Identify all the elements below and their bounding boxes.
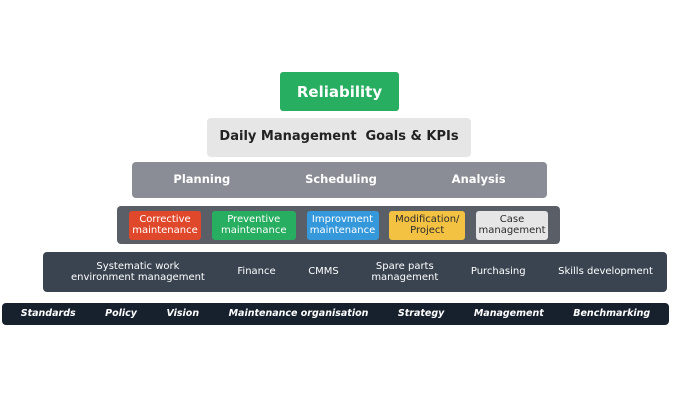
improvement-maintenance-label: Improvment maintenance (309, 213, 376, 237)
goals-kpis-label: Goals & KPIs (365, 129, 459, 145)
spare-parts-label: Spare parts management (371, 260, 439, 284)
improvement-maintenance-box: Improvment maintenance (306, 210, 379, 240)
skills-development-label: Skills development (558, 266, 653, 278)
maintenance-types-tier: Corrective maintenance Preventive mainte… (117, 206, 560, 244)
preventive-maintenance-box: Preventive maintenance (211, 210, 296, 240)
modification-project-box: Modification/ Project (389, 210, 466, 240)
corrective-maintenance-box: Corrective maintenance (129, 210, 201, 240)
reliability-block: Reliability (280, 72, 399, 111)
case-management-box: Case management (476, 210, 548, 240)
planning-tier: Planning Scheduling Analysis (132, 162, 547, 198)
analysis-label: Analysis (451, 172, 506, 187)
policy-label: Policy (105, 307, 137, 319)
case-management-label: Case management (478, 213, 546, 237)
management-tier: Daily Management Goals & KPIs (207, 118, 471, 157)
preventive-maintenance-label: Preventive maintenance (220, 213, 287, 237)
support-functions-tier: Systematic work environment management F… (43, 252, 667, 292)
corrective-maintenance-label: Corrective maintenance (132, 213, 198, 237)
maintenance-organisation-label: Maintenance organisation (228, 307, 369, 319)
strategy-label: Strategy (397, 307, 445, 319)
purchasing-label: Purchasing (470, 266, 526, 278)
vision-label: Vision (166, 307, 200, 319)
finance-label: Finance (237, 266, 276, 278)
modification-project-label: Modification/ Project (395, 213, 460, 237)
cmms-label: CMMS (308, 266, 339, 278)
reliability-label: Reliability (296, 82, 383, 101)
benchmarking-label: Benchmarking (573, 307, 651, 319)
planning-label: Planning (173, 172, 231, 187)
standards-label: Standards (20, 307, 76, 319)
work-environment-label: Systematic work environment management (71, 260, 205, 284)
scheduling-label: Scheduling (305, 172, 377, 187)
daily-management-label: Daily Management (219, 129, 357, 145)
foundation-tier: Standards Policy Vision Maintenance orga… (2, 303, 669, 325)
management-label: Management (473, 307, 544, 319)
